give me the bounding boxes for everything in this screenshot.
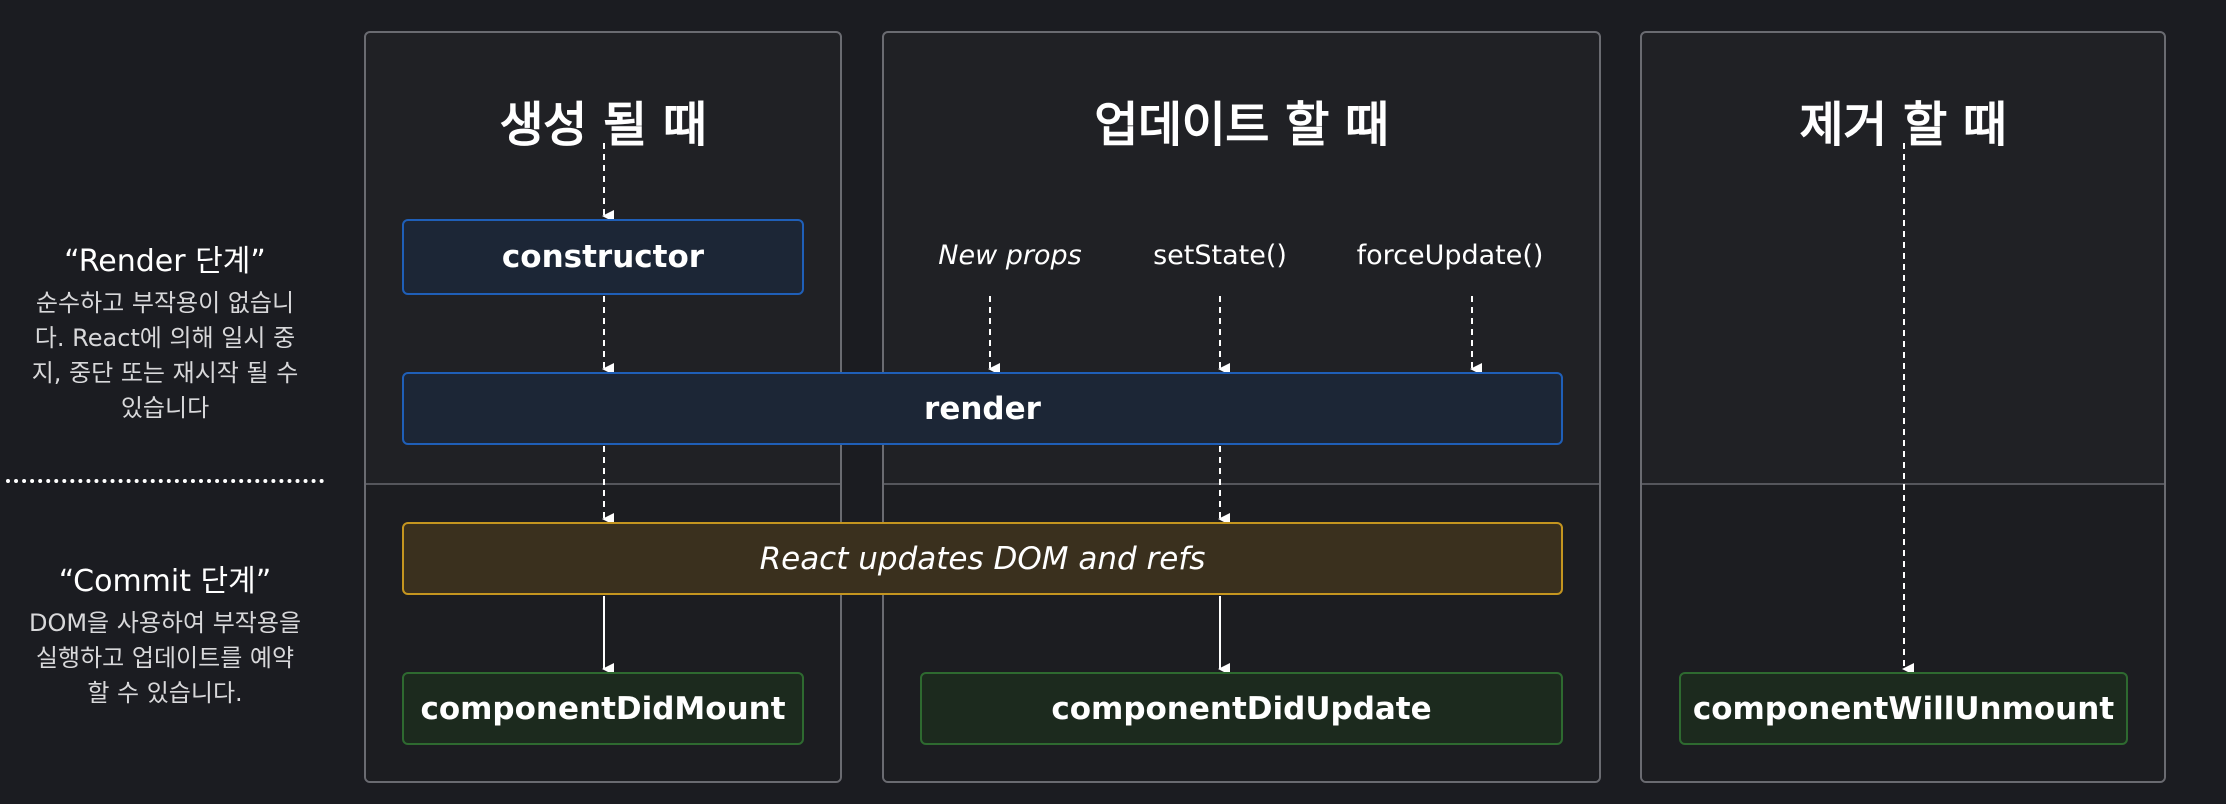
render-phase-title: “Render 단계” [64,244,266,279]
component-will-unmount-box: componentWillUnmount [1679,672,2128,745]
component-did-update-box: componentDidUpdate [920,672,1563,745]
trigger-new-props: New props [938,240,1082,271]
render-phase-description: 순수하고 부작용이 없습니다. React에 의해 일시 중지, 중단 또는 재… [31,289,299,422]
updating-column-title: 업데이트 할 때 [1094,97,1389,153]
constructor-box: constructor [402,219,804,295]
render-box: render [402,372,1563,445]
phase-divider [6,479,324,483]
trigger-force-update: forceUpdate() [1356,240,1544,271]
commit-phase-description: DOM을 사용하여 부작용을 실행하고 업데이트를 예약 할 수 있습니다. [28,609,302,707]
trigger-set-state: setState() [1153,240,1287,271]
commit-phase-title: “Commit 단계” [58,564,272,599]
react-updates-box: React updates DOM and refs [402,522,1563,595]
component-did-mount-box: componentDidMount [402,672,804,745]
